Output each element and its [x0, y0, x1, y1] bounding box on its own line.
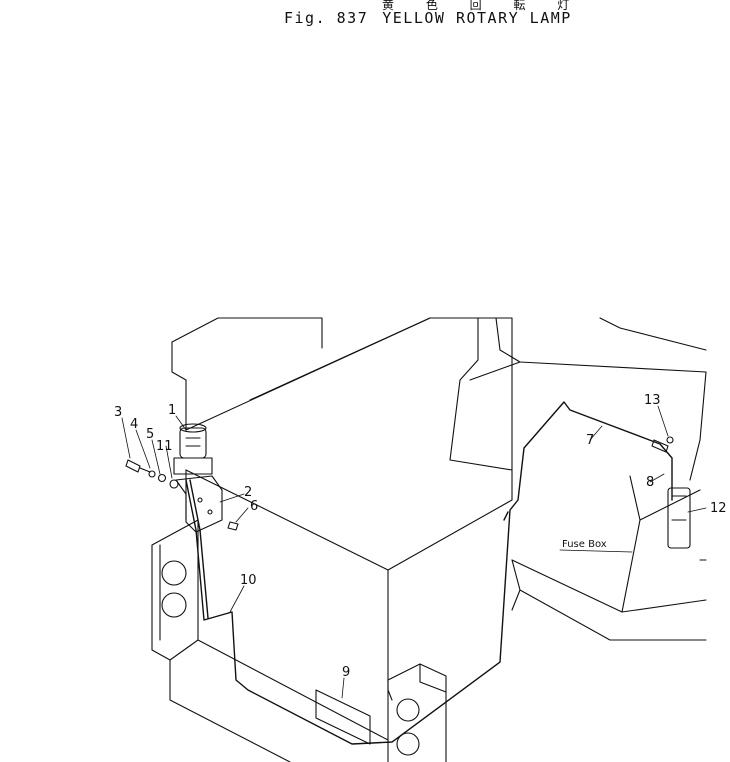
figure-header: 黄 色 回 転 灯 Fig. 837 YELLOW ROTARY LAMP [0, 0, 730, 40]
right-lamp-housing [387, 663, 447, 762]
engine-cover-box [185, 317, 513, 701]
label-plate [315, 689, 371, 745]
callout-6: 6 [250, 499, 258, 514]
japanese-caption: 黄 色 回 転 灯 [382, 0, 584, 12]
figure-number: Fig. 837 [284, 9, 369, 27]
callout-8: 8 [646, 475, 654, 490]
callout-9: 9 [342, 665, 350, 680]
switch-assembly [667, 487, 691, 549]
callout-1: 1 [168, 403, 176, 418]
fuse-box-label: Fuse Box [562, 539, 607, 550]
callout-11: 11 [156, 439, 173, 454]
callout-10: 10 [240, 573, 257, 588]
rotary-lamp [173, 423, 213, 475]
figure-title-row: Fig. 837 YELLOW ROTARY LAMP [284, 9, 572, 27]
callout-2: 2 [244, 485, 252, 500]
callout-5: 5 [146, 427, 154, 442]
callout-4: 4 [130, 417, 138, 432]
connector-13 [651, 436, 674, 453]
callout-13: 13 [644, 393, 661, 408]
callout-7: 7 [586, 433, 594, 448]
leader-lines [121, 405, 707, 699]
wiring-harness [185, 401, 673, 745]
callout-labels: 1 2 3 4 5 6 7 8 9 10 11 12 13 Fuse Box [114, 393, 727, 680]
mounting-bracket [175, 475, 223, 533]
fasteners [125, 459, 239, 531]
left-tail-unit [151, 519, 389, 762]
right-cab [449, 317, 707, 641]
figure-title: YELLOW ROTARY LAMP [382, 9, 572, 27]
cab-panel-left [171, 317, 323, 431]
callout-12: 12 [710, 501, 727, 516]
callout-3: 3 [114, 405, 122, 420]
